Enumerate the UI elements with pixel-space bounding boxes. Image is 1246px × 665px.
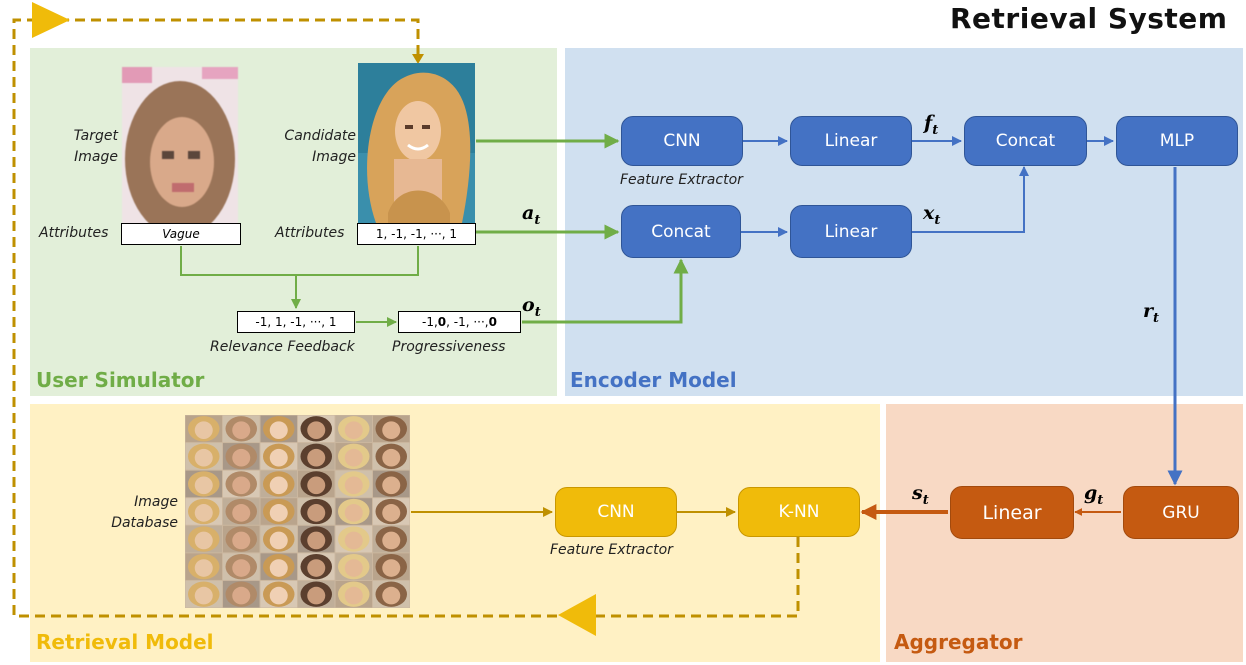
encoder-linear-top-node: Linear	[790, 116, 912, 166]
database-thumbnail	[298, 525, 335, 553]
database-thumbnail	[298, 498, 335, 525]
database-thumbnail	[223, 498, 260, 525]
var-g-t: gt	[1084, 482, 1104, 508]
progressiveness-part-3: , -1, ···,	[446, 315, 489, 329]
encoder-concat-top-node: Concat	[964, 116, 1087, 166]
database-thumbnail	[260, 415, 297, 443]
relevance-feedback-box: -1, 1, -1, ···, 1	[237, 311, 355, 333]
progressiveness-box: -1, 0 , -1, ···, 0	[398, 311, 521, 333]
database-thumbnail	[335, 553, 372, 580]
encoder-concat-bottom-node: Concat	[621, 205, 741, 258]
database-thumbnail	[260, 553, 297, 580]
database-thumbnail	[373, 415, 410, 443]
user-simulator-label: User Simulator	[36, 368, 205, 392]
database-thumbnail	[298, 553, 335, 580]
database-thumbnail	[298, 443, 335, 470]
database-thumbnail	[185, 553, 222, 580]
progressiveness-caption: Progressiveness	[392, 339, 506, 355]
database-thumbnail	[298, 470, 335, 498]
database-thumbnail	[223, 553, 260, 580]
target-image-caption: Target Image	[73, 128, 118, 165]
database-thumbnail	[335, 415, 372, 443]
progressiveness-part-4: 0	[488, 315, 497, 329]
database-thumbnail	[373, 580, 410, 608]
database-thumbnail	[223, 415, 260, 443]
database-thumbnail	[335, 580, 372, 608]
feedback-merge-lines	[180, 246, 419, 276]
database-thumbnail	[335, 525, 372, 553]
loop-arrowhead-top	[412, 54, 424, 64]
encoder-mlp-node: MLP	[1116, 116, 1238, 166]
progressiveness-part-1: -1,	[422, 315, 438, 329]
var-a-t: at	[522, 202, 541, 228]
encoder-linear-bottom-node: Linear	[790, 205, 912, 258]
database-thumbnail	[298, 580, 335, 608]
database-thumbnail	[373, 525, 410, 553]
database-thumbnail	[335, 498, 372, 525]
database-thumbnail	[373, 553, 410, 580]
target-attributes-label: Attributes	[39, 225, 109, 241]
loop-triangle-bottom	[558, 594, 596, 636]
target-attributes-value: Vague	[162, 227, 200, 241]
var-f-t: ft	[924, 112, 939, 138]
database-thumbnail	[185, 498, 222, 525]
relevance-feedback-value: -1, 1, -1, ···, 1	[255, 315, 337, 329]
var-x-t: xt	[923, 202, 941, 228]
database-thumbnail	[185, 525, 222, 553]
var-r-t: rt	[1143, 300, 1160, 326]
database-thumbnail	[373, 498, 410, 525]
database-thumbnail	[223, 580, 260, 608]
encoder-model-label: Encoder Model	[570, 368, 737, 392]
var-s-t: st	[912, 482, 929, 508]
var-o-t: ot	[522, 294, 541, 320]
encoder-cnn-node: CNN	[621, 116, 743, 166]
database-thumbnail	[335, 443, 372, 470]
page-title: Retrieval System	[950, 2, 1228, 35]
target-attributes-box: Vague	[121, 223, 241, 245]
database-thumbnail	[260, 443, 297, 470]
database-thumbnail	[223, 525, 260, 553]
database-thumbnail	[298, 415, 335, 443]
progress-to-concat-arrow	[522, 258, 689, 324]
database-thumbnail	[335, 470, 372, 498]
encoder-feature-extractor-caption: Feature Extractor	[620, 172, 743, 188]
target-image	[122, 67, 238, 225]
progressiveness-part-2: 0	[437, 315, 447, 329]
database-thumbnail	[373, 443, 410, 470]
aggregator-linear-node: Linear	[950, 486, 1074, 539]
retrieval-feature-extractor-caption: Feature Extractor	[550, 542, 673, 558]
aggregator-gru-node: GRU	[1123, 486, 1239, 539]
candidate-image-caption: Candidate Image	[284, 128, 356, 165]
database-thumbnail	[260, 580, 297, 608]
relevance-feedback-caption: Relevance Feedback	[210, 339, 355, 355]
retrieval-loop-dashed	[12, 18, 800, 618]
candidate-attributes-value: 1, -1, -1, ···, 1	[375, 227, 458, 241]
database-thumbnail	[260, 498, 297, 525]
aggregator-label: Aggregator	[894, 630, 1023, 654]
retrieval-model-label: Retrieval Model	[36, 630, 214, 654]
database-thumbnail	[260, 525, 297, 553]
candidate-attributes-box: 1, -1, -1, ···, 1	[357, 223, 476, 245]
database-thumbnail	[260, 470, 297, 498]
database-thumbnail	[185, 443, 222, 470]
database-thumbnail	[185, 580, 222, 608]
retrieval-model-panel	[30, 404, 880, 662]
loop-triangle-top	[32, 2, 70, 38]
candidate-image	[358, 63, 475, 223]
image-database-grid	[185, 415, 410, 608]
retrieval-cnn-node: CNN	[555, 487, 677, 537]
database-thumbnail	[373, 470, 410, 498]
retrieval-knn-node: K-NN	[738, 487, 860, 537]
database-thumbnail	[185, 470, 222, 498]
database-thumbnail	[223, 443, 260, 470]
database-thumbnail	[185, 415, 222, 443]
candidate-attributes-label: Attributes	[275, 225, 345, 241]
database-thumbnail	[223, 470, 260, 498]
image-database-caption: Image Database	[111, 494, 178, 531]
